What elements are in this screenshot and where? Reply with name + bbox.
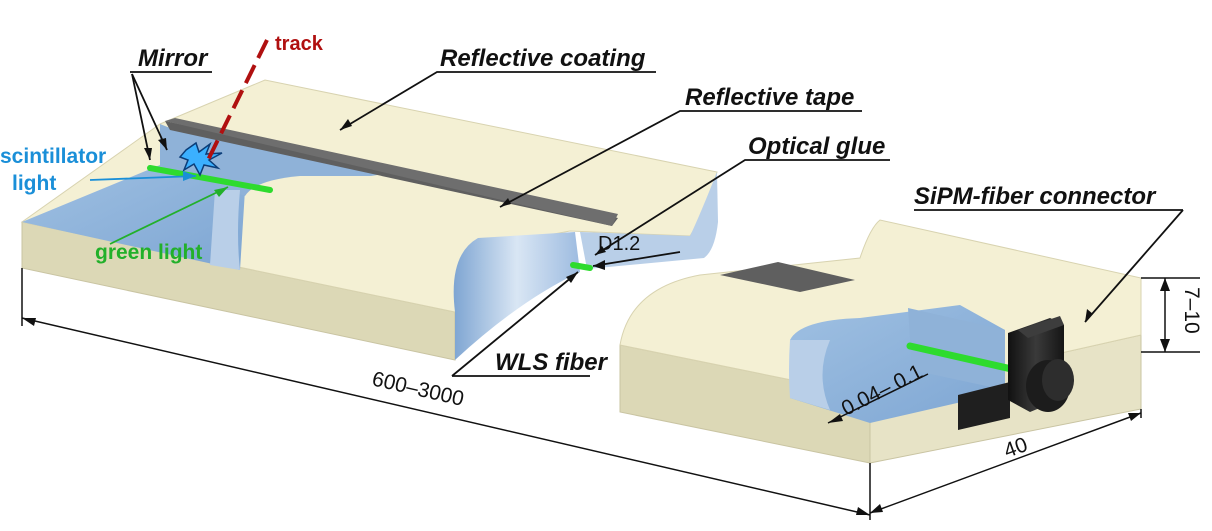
scintillator-light-label-1: scintillator	[0, 145, 106, 168]
left-groove-floor	[22, 165, 245, 270]
length-dim-label: 600–3000	[370, 367, 466, 410]
green-light-label: green light	[95, 241, 202, 264]
optical-glue-label: Optical glue	[748, 133, 885, 160]
reflective-tape-leader	[499, 110, 862, 208]
right-tape-strip	[720, 262, 855, 292]
right-groove-backwall	[908, 308, 1005, 390]
sipm-fiber-connector-label: SiPM-fiber connector	[914, 183, 1157, 210]
leader-lines	[89, 71, 1184, 377]
green-light-arrow	[109, 186, 229, 245]
sipm-connector-arrow	[1084, 209, 1184, 323]
width-dim-label: 40	[1001, 433, 1031, 463]
right-groove-wall	[789, 340, 830, 410]
left-curved-surface	[210, 190, 240, 270]
reflective-tape-label: Reflective tape	[685, 84, 854, 111]
scintillation-flash-icon	[178, 141, 223, 177]
length-dim-line	[21, 317, 871, 516]
wls-fiber-center	[570, 262, 593, 271]
reflective-coating-label: Reflective coating	[440, 45, 646, 72]
mirror-label: Mirror	[138, 45, 209, 72]
d12-label: D1.2	[598, 233, 640, 255]
center-curved-cut	[453, 232, 580, 360]
mirror-arrow-1	[131, 73, 151, 161]
track-label: track	[275, 33, 324, 55]
scint-arrowhead	[183, 171, 196, 181]
width-dim-line	[869, 412, 1142, 514]
wls-fiber-leader	[451, 271, 579, 377]
track-line	[206, 39, 269, 161]
reflective-coating-leader	[339, 71, 656, 131]
dimension-arrowheads	[22, 278, 1170, 515]
thickness-dim-label: 7–10	[1180, 287, 1203, 334]
wls-fiber-label: WLS fiber	[495, 349, 609, 376]
green-arrowhead	[214, 187, 228, 197]
optical-glue-leader	[594, 159, 890, 256]
sipm-fiber-connector	[958, 316, 1074, 430]
right-scintillator-section	[619, 219, 1142, 464]
mirror-arrow-2	[131, 73, 168, 151]
center-curved-edge	[580, 172, 718, 269]
coating-dim-line	[827, 373, 929, 424]
left-curved-wall	[245, 176, 390, 205]
d12-dim-line	[592, 251, 681, 267]
scint-light-arrow	[89, 175, 197, 181]
left-scintillator-section	[20, 79, 718, 361]
scintillator-light-label-2: light	[12, 172, 56, 195]
dimension-lines	[21, 268, 1200, 520]
wls-fiber-left	[147, 165, 273, 193]
reflective-tape-strip-top	[165, 118, 618, 226]
arrowheads	[144, 119, 1093, 322]
